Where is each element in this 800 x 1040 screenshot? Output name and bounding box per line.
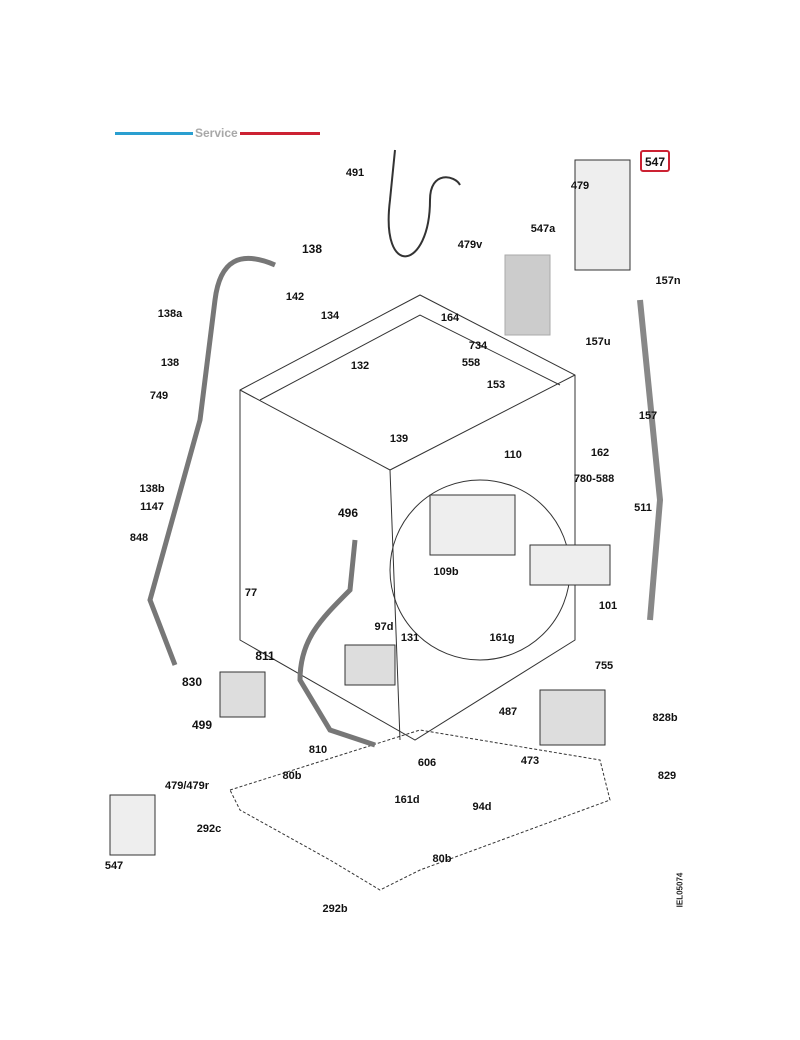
part-label: 110 bbox=[504, 449, 522, 461]
part-label: 780-588 bbox=[573, 473, 615, 485]
part-label: 491 bbox=[345, 167, 365, 179]
part-label: 97d bbox=[374, 621, 394, 633]
valve bbox=[219, 671, 266, 718]
cabinet-top-edge bbox=[239, 374, 576, 741]
part-label: 138a bbox=[157, 308, 183, 320]
part-label: 558 bbox=[461, 357, 481, 369]
part-label: 138 bbox=[301, 242, 323, 256]
blue-bar bbox=[115, 132, 193, 135]
part-label: 511 bbox=[634, 502, 652, 514]
part-label: 547 bbox=[104, 860, 124, 872]
part-label: 755 bbox=[594, 660, 614, 672]
part-label: 479v bbox=[457, 239, 483, 251]
base-plate bbox=[229, 729, 611, 891]
red-bar bbox=[240, 132, 320, 135]
dispenser bbox=[429, 494, 516, 556]
part-label: 473 bbox=[520, 755, 540, 767]
part-label: 292b bbox=[322, 903, 348, 915]
part-label: 848 bbox=[129, 532, 149, 544]
highlight-547 bbox=[640, 150, 670, 172]
control-board bbox=[574, 159, 631, 271]
motor bbox=[539, 689, 606, 746]
part-label: 157n bbox=[655, 275, 681, 287]
part-label: 77 bbox=[244, 587, 258, 599]
part-label: 487 bbox=[498, 706, 518, 718]
part-label: 157u bbox=[585, 336, 611, 348]
wiring-harness bbox=[637, 299, 664, 621]
fill-hose bbox=[147, 255, 276, 666]
cabinet-inner bbox=[259, 314, 561, 401]
part-label: 811 bbox=[255, 649, 275, 663]
part-label: 80b bbox=[282, 770, 302, 782]
part-label: 734 bbox=[468, 340, 488, 352]
part-label: 606 bbox=[417, 757, 437, 769]
part-label: 161g bbox=[489, 632, 515, 644]
part-label: 134 bbox=[320, 310, 340, 322]
part-label: 479 bbox=[570, 180, 590, 192]
part-label: 138 bbox=[160, 357, 180, 369]
part-label: 496 bbox=[337, 506, 359, 520]
part-label: 153 bbox=[486, 379, 506, 391]
part-label: 1147 bbox=[140, 501, 164, 513]
part-label: 132 bbox=[350, 360, 370, 372]
part-label: 109b bbox=[433, 566, 459, 578]
part-label: 142 bbox=[285, 291, 305, 303]
part-label: 80b bbox=[432, 853, 452, 865]
pump bbox=[344, 644, 396, 686]
service-header: Service bbox=[115, 126, 320, 140]
part-label: 479/479r bbox=[164, 780, 210, 792]
part-label: 499 bbox=[191, 718, 213, 732]
board-shield bbox=[504, 254, 551, 336]
part-label: 828b bbox=[652, 712, 678, 724]
part-label: 161d bbox=[394, 794, 420, 806]
part-label: 157 bbox=[638, 410, 658, 422]
detergent-drawer bbox=[529, 544, 611, 586]
part-label: 138b bbox=[139, 483, 165, 495]
part-label: 164 bbox=[440, 312, 460, 324]
part-label: 131 bbox=[400, 632, 420, 644]
part-label: 810 bbox=[308, 744, 328, 756]
service-label: Service bbox=[195, 126, 238, 140]
part-label: 830 bbox=[181, 675, 203, 689]
part-label: 292c bbox=[196, 823, 222, 835]
part-label: 139 bbox=[389, 433, 409, 445]
part-label: 547a bbox=[530, 223, 556, 235]
part-label: 749 bbox=[149, 390, 169, 402]
drawing-code: IEL05074 bbox=[675, 872, 685, 908]
cabinet-outline bbox=[239, 294, 576, 741]
part-label: 101 bbox=[598, 600, 618, 612]
power-cord bbox=[387, 149, 461, 258]
part-label: 829 bbox=[657, 770, 677, 782]
service-card bbox=[109, 794, 156, 856]
part-label: 94d bbox=[472, 801, 492, 813]
drain-hose bbox=[297, 539, 376, 748]
part-label-highlighted: 547 bbox=[644, 155, 666, 169]
part-label: 162 bbox=[590, 447, 610, 459]
